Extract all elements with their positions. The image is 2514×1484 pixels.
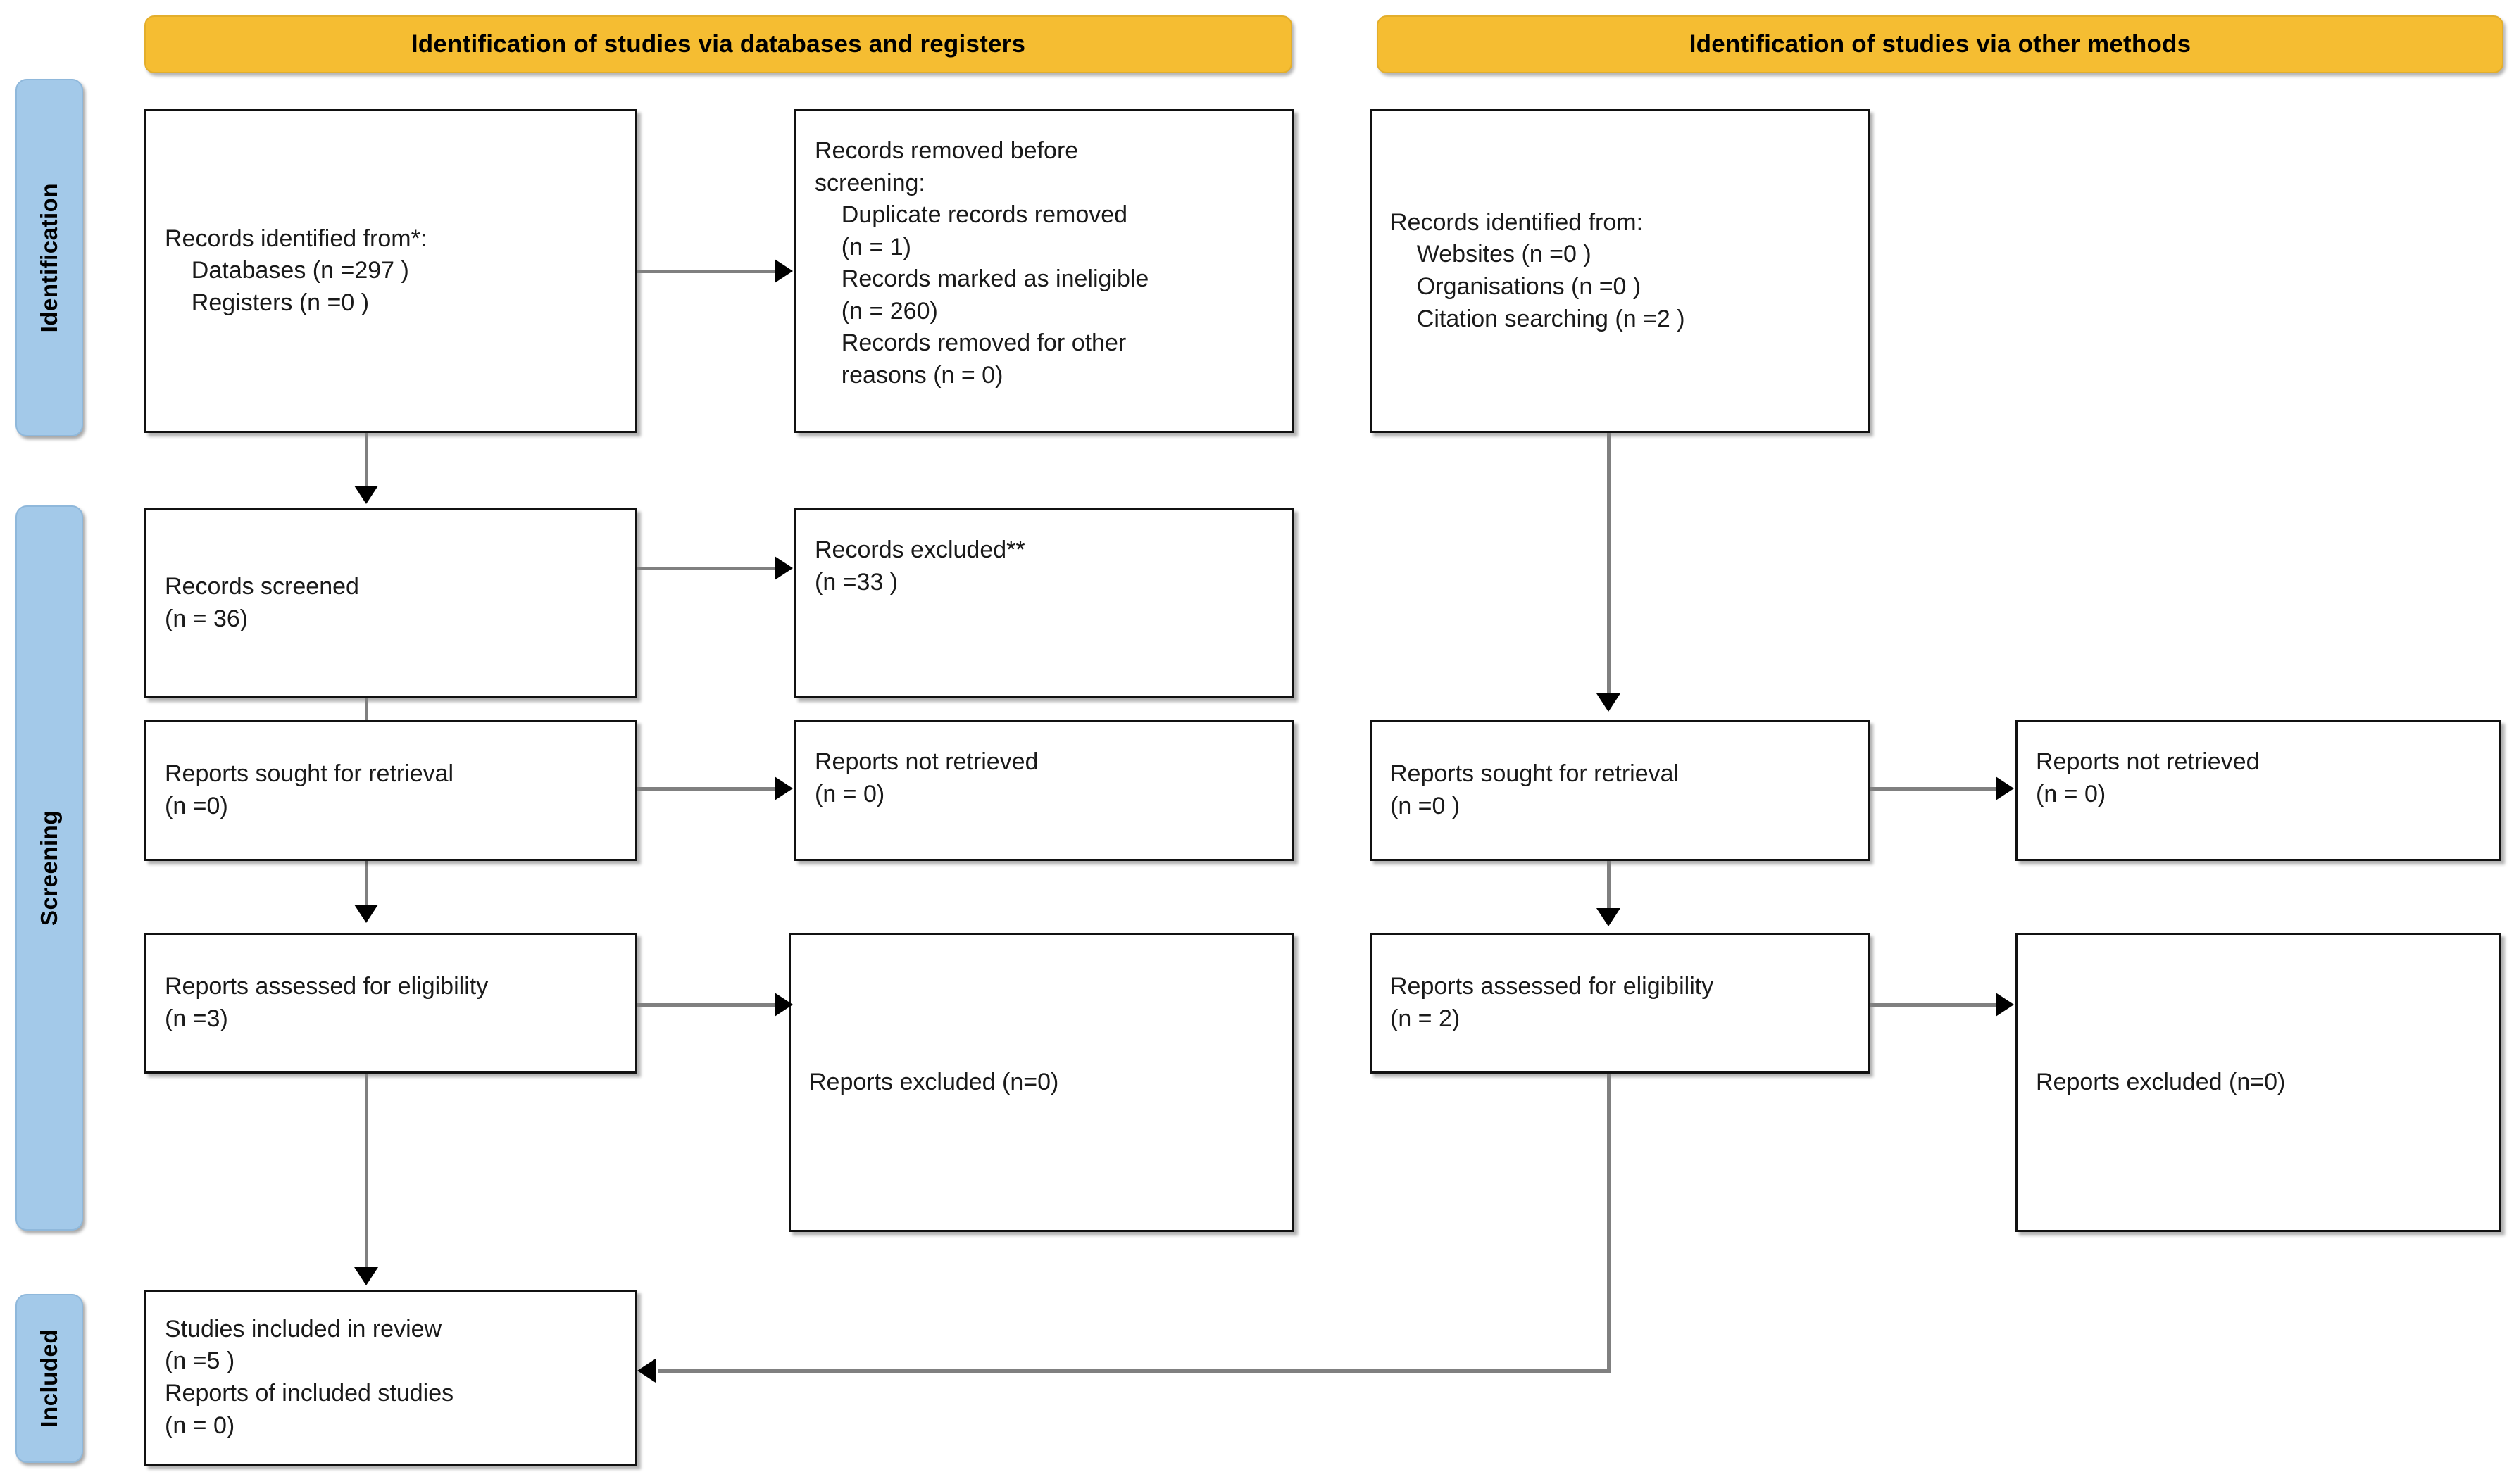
rail-identification: Identification: [15, 79, 83, 436]
box-records-excluded: Records excluded** (n =33 ): [794, 508, 1294, 698]
arrowhead-assessed-to-excluded: [775, 993, 793, 1017]
reports-assessed-other-text: Reports assessed for eligibility (n = 2): [1390, 973, 1714, 1032]
reports-sought-text: Reports sought for retrieval (n =0): [165, 760, 454, 819]
reports-assessed-text: Reports assessed for eligibility (n =3): [165, 973, 489, 1032]
box-studies-included-in-review: Studies included in review (n =5 ) Repor…: [144, 1290, 637, 1466]
arrowhead-sought-to-not-retrieved: [775, 776, 793, 800]
arrowhead-other-identified-to-sought: [1596, 693, 1620, 712]
connector-assessed-to-included: [365, 1074, 368, 1271]
header-databases-label: Identification of studies via databases …: [411, 30, 1026, 58]
reports-sought-other-text: Reports sought for retrieval (n =0 ): [1390, 760, 1680, 819]
arrowhead-identified-to-screened: [354, 486, 378, 504]
header-databases-and-registers: Identification of studies via databases …: [144, 15, 1292, 73]
box-reports-sought-retrieval: Reports sought for retrieval (n =0): [144, 720, 637, 861]
connector-other-assessed-to-included-horizontal: [658, 1369, 1611, 1373]
connector-other-identified-to-sought: [1607, 433, 1611, 693]
arrowhead-other-assessed-to-excluded: [1996, 993, 2014, 1017]
box-records-identified-other: Records identified from: Websites (n =0 …: [1370, 109, 1870, 433]
records-excluded-text: Records excluded** (n =33 ): [815, 536, 1025, 596]
connector-sought-to-not-retrieved: [637, 787, 778, 791]
arrowhead-other-sought-to-not-retrieved: [1996, 776, 2014, 800]
studies-included-text: Studies included in review (n =5 ) Repor…: [165, 1315, 454, 1439]
connector-screened-to-excluded: [637, 567, 778, 570]
arrowhead-other-assessed-to-included: [637, 1359, 656, 1383]
records-screened-text: Records screened (n = 36): [165, 573, 359, 632]
reports-not-retrieved-text: Reports not retrieved (n = 0): [815, 748, 1039, 807]
box-records-removed-before-screening: Records removed before screening: Duplic…: [794, 109, 1294, 433]
box-reports-assessed-eligibility: Reports assessed for eligibility (n =3): [144, 933, 637, 1074]
rail-identification-label: Identification: [36, 182, 62, 333]
connector-identified-to-screened: [365, 433, 368, 488]
arrowhead-screened-to-excluded: [775, 556, 793, 580]
arrowhead-other-sought-to-assessed: [1596, 908, 1620, 926]
box-records-identified-databases: Records identified from*: Databases (n =…: [144, 109, 637, 433]
records-identified-databases-text: Records identified from*: Databases (n =…: [165, 225, 427, 316]
reports-not-retrieved-other-text: Reports not retrieved (n = 0): [2036, 748, 2260, 807]
connector-assessed-to-excluded: [637, 1003, 778, 1007]
connector-other-assessed-to-included-vertical: [1607, 1074, 1611, 1373]
box-reports-not-retrieved-other: Reports not retrieved (n = 0): [2015, 720, 2501, 861]
connector-other-assessed-to-excluded: [1870, 1003, 2000, 1007]
arrowhead-identified-to-removed: [775, 259, 793, 283]
box-reports-not-retrieved: Reports not retrieved (n = 0): [794, 720, 1294, 861]
connector-identified-to-removed: [637, 270, 778, 273]
box-reports-excluded-other: Reports excluded (n=0): [2015, 933, 2501, 1232]
header-other-methods: Identification of studies via other meth…: [1377, 15, 2503, 73]
rail-screening: Screening: [15, 505, 83, 1231]
box-reports-assessed-eligibility-other: Reports assessed for eligibility (n = 2): [1370, 933, 1870, 1074]
arrowhead-screened-to-sought: [354, 905, 378, 923]
box-reports-sought-retrieval-other: Reports sought for retrieval (n =0 ): [1370, 720, 1870, 861]
rail-included-label: Included: [36, 1329, 62, 1428]
rail-screening-label: Screening: [36, 810, 62, 926]
box-records-screened: Records screened (n = 36): [144, 508, 637, 698]
connector-other-sought-to-not-retrieved: [1870, 787, 2000, 791]
records-identified-other-text: Records identified from: Websites (n =0 …: [1390, 208, 1685, 332]
header-other-methods-label: Identification of studies via other meth…: [1689, 30, 2191, 58]
box-reports-excluded-detail: Reports excluded (n=0): [789, 933, 1294, 1232]
reports-excluded-detail-text: Reports excluded (n=0): [809, 1068, 1059, 1095]
connector-other-sought-to-assessed: [1607, 861, 1611, 910]
rail-included: Included: [15, 1294, 83, 1463]
records-removed-text: Records removed before screening: Duplic…: [815, 137, 1149, 389]
reports-excluded-other-text: Reports excluded (n=0): [2036, 1068, 2286, 1095]
arrowhead-assessed-to-included: [354, 1267, 378, 1285]
